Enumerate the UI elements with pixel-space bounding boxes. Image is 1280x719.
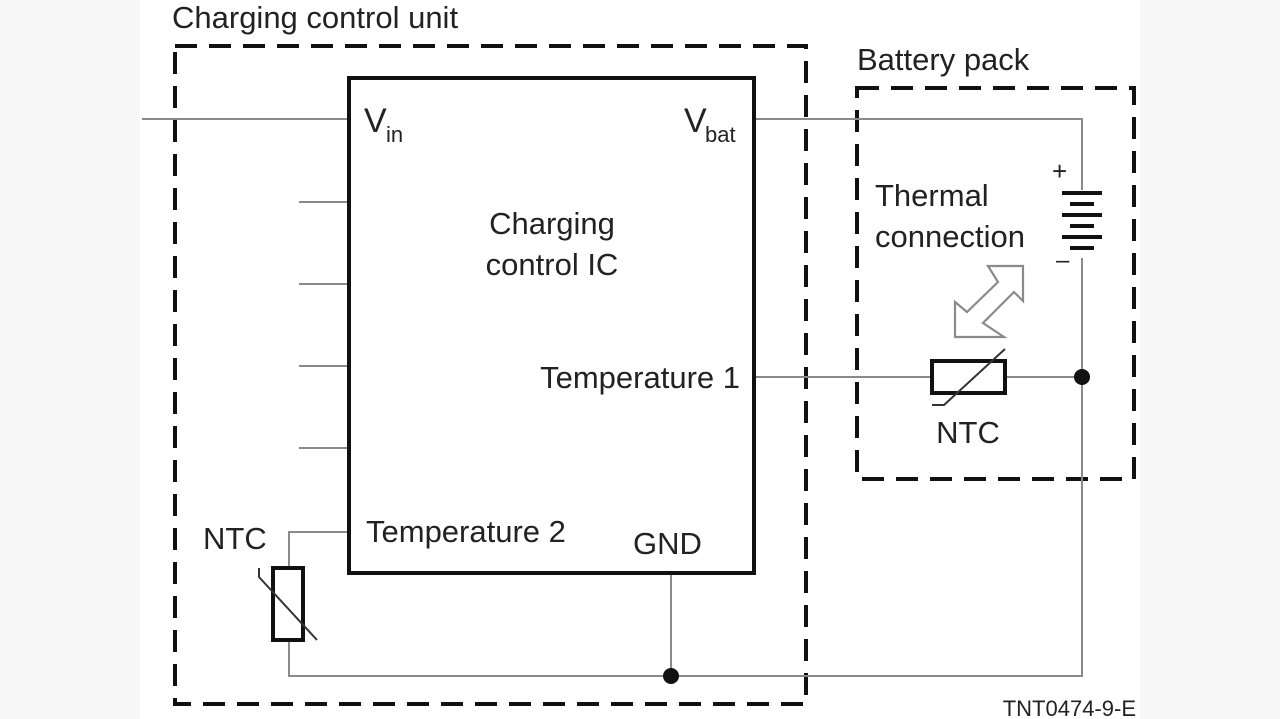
junction-dot (1074, 369, 1090, 385)
figure-code: TNT0474-9-E (1003, 696, 1136, 719)
ntc-thermistor-unit-icon (258, 566, 318, 642)
pin-vbat-label: V (684, 102, 707, 140)
pin-temperature1-label: Temperature 1 (540, 360, 740, 395)
charging-control-ic (347, 76, 756, 575)
ntc-battery-label: NTC (936, 415, 1000, 450)
charging-control-unit-label: Charging control unit (172, 0, 458, 35)
battery-pack-label: Battery pack (857, 42, 1030, 77)
pin-vin-label: V (364, 102, 387, 140)
battery-plus-label: + (1052, 156, 1067, 186)
junction-dot (663, 668, 679, 684)
pin-temperature2-label: Temperature 2 (366, 514, 566, 549)
thermal-connection-label-line2: connection (875, 219, 1025, 254)
vbat-wire (754, 118, 1083, 190)
pin-vbat-subscript: bat (705, 122, 736, 147)
thermal-connection-arrow-icon (953, 264, 1025, 339)
ic-name-line2: control IC (486, 247, 619, 282)
ground-return-wire (288, 258, 1083, 677)
ntc-thermistor-battery-icon (930, 348, 1007, 406)
pin-vin-subscript: in (386, 122, 403, 147)
ntc-unit-label: NTC (203, 521, 267, 556)
temperature2-wire (288, 531, 349, 568)
thermal-connection-label-line1: Thermal (875, 178, 989, 213)
battery-minus-label: – (1056, 247, 1070, 274)
pin-gnd-label: GND (633, 526, 702, 561)
battery-pack-boundary (855, 86, 1136, 481)
battery-icon (1062, 191, 1102, 250)
charging-control-unit-boundary (173, 44, 808, 706)
ic-name-line1: Charging (489, 206, 615, 241)
